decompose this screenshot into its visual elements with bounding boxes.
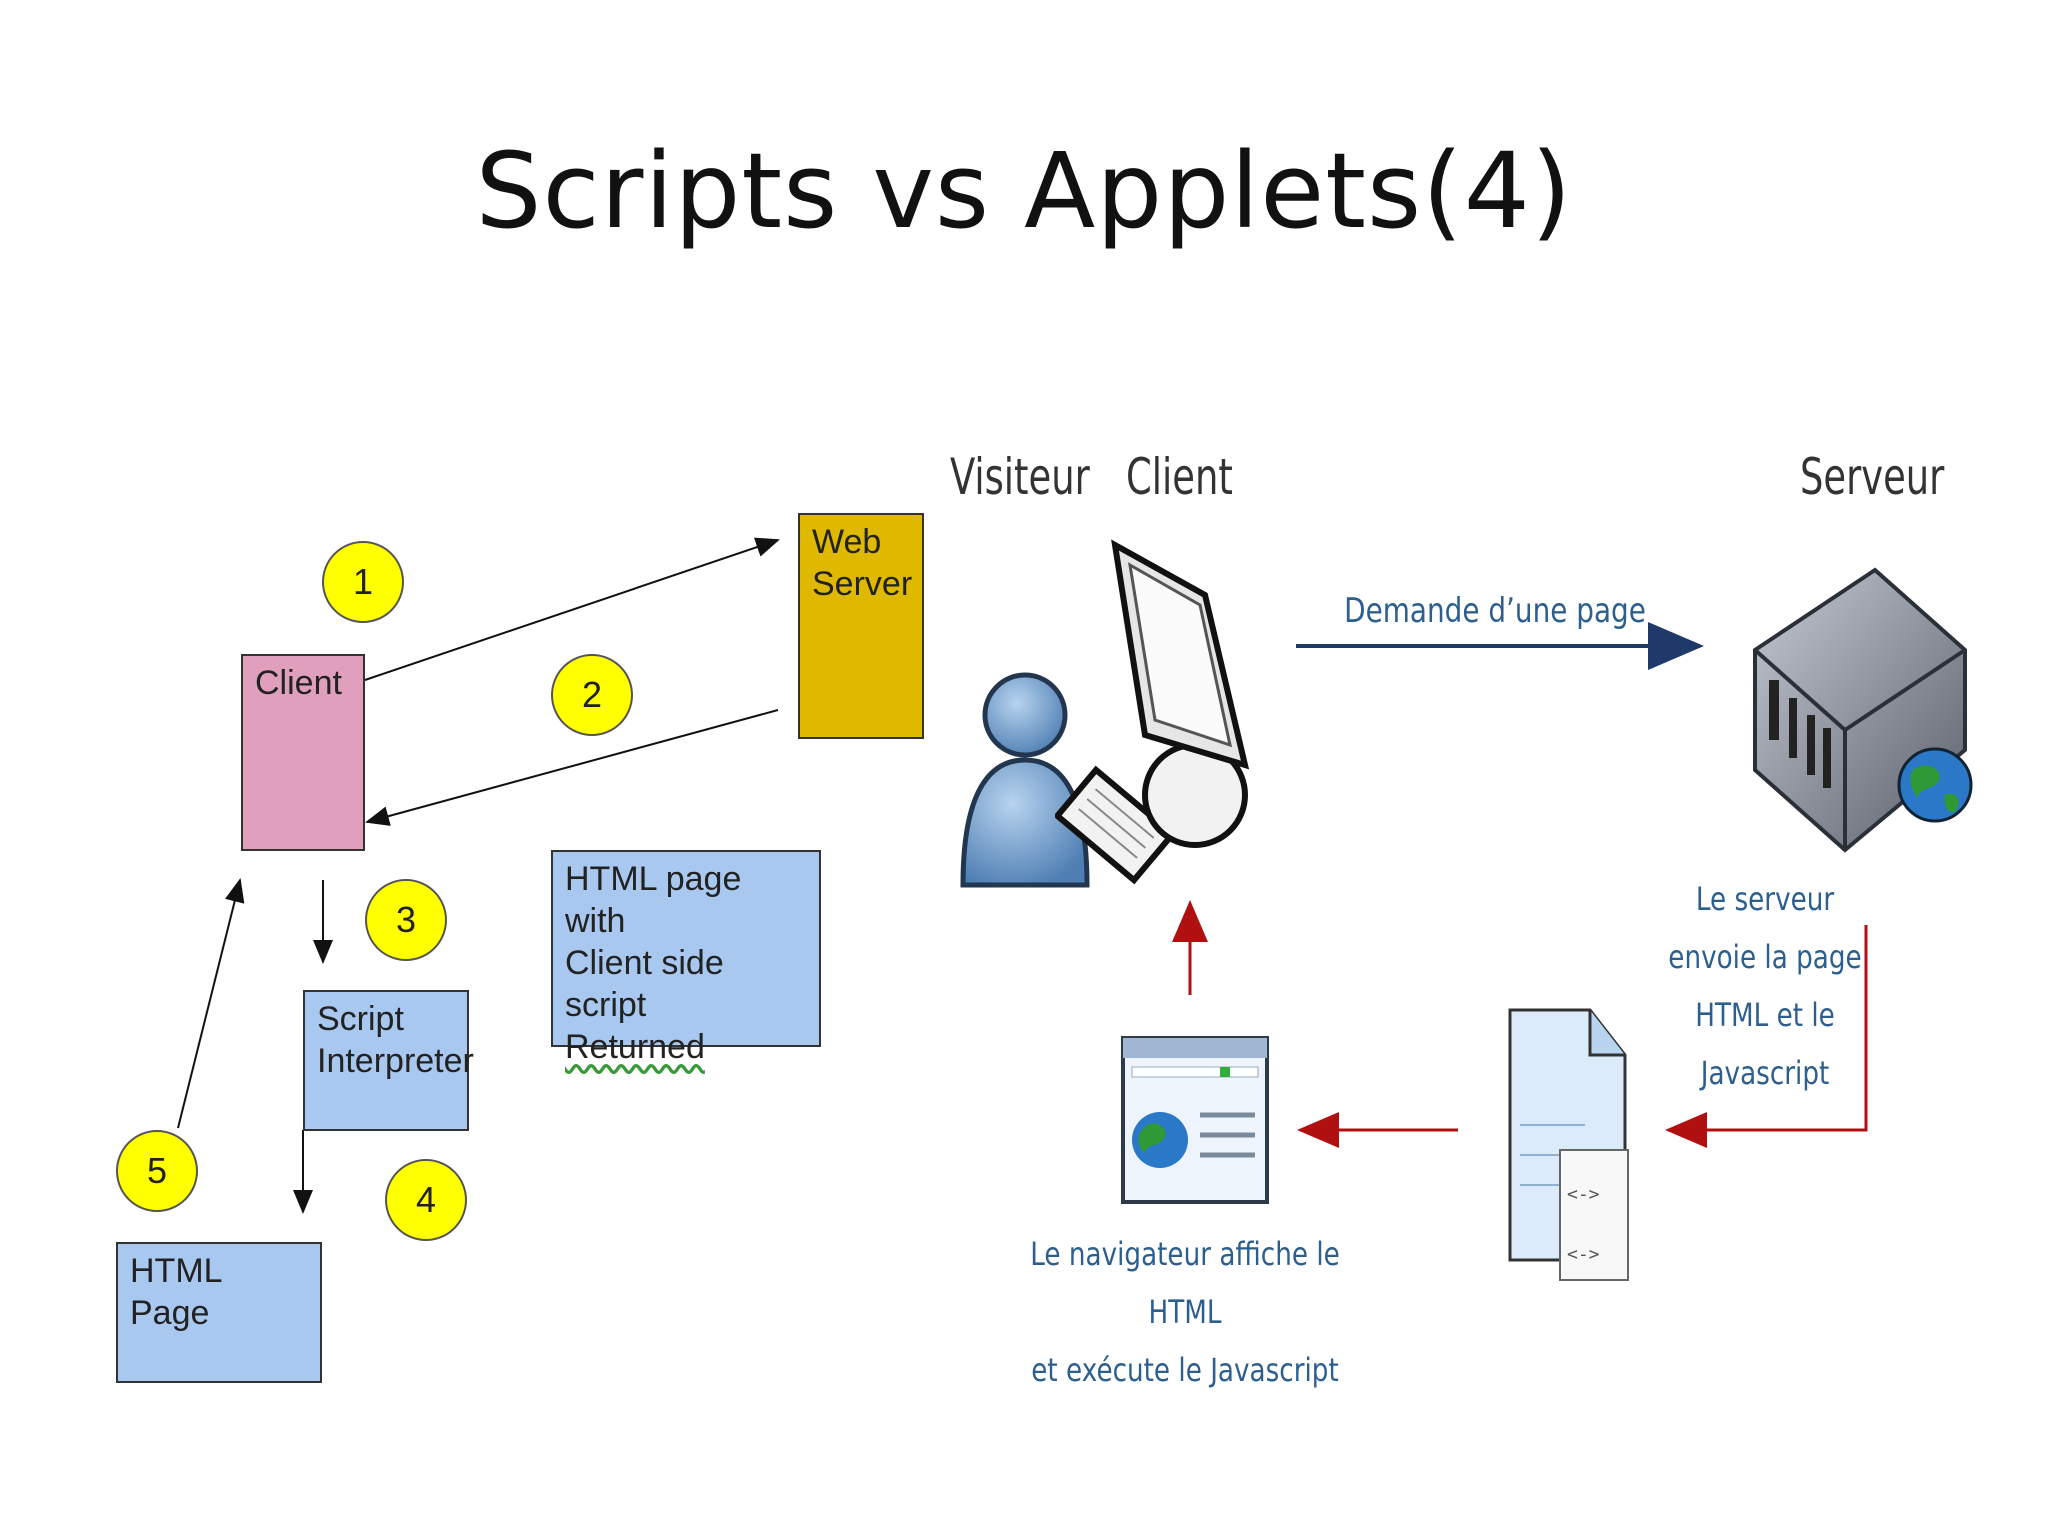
- returned-note-line2: Client side script: [565, 944, 724, 1024]
- arrow-page-to-client: [177, 878, 245, 1129]
- web-server-label: Web Server: [812, 523, 913, 603]
- svg-text:<->: <->: [1567, 1244, 1600, 1265]
- monitor-icon: [1111, 539, 1250, 848]
- browser-text-line2: et exécute le Javascript: [1031, 1351, 1339, 1389]
- document-icon: <-> <->: [1508, 1008, 1629, 1281]
- script-interpreter-label: Script Interpreter: [317, 1000, 474, 1080]
- response-arrow-server-to-doc: [1665, 925, 1868, 1148]
- returned-note-box: HTML page with Client side script Return…: [551, 850, 821, 1066]
- visiteur-label: Visiteur: [950, 448, 1090, 506]
- arrow-server-to-client: [365, 709, 779, 826]
- client-box-label: Client: [255, 664, 342, 702]
- server-sends-line4: Javascript: [1700, 1054, 1830, 1092]
- server-sends-line3: HTML et le: [1695, 996, 1835, 1034]
- serveur-label: Serveur: [1800, 448, 1945, 506]
- request-label: Demande d’une page: [1344, 591, 1646, 631]
- browser-text-line1: Le navigateur affiche le HTML: [1030, 1235, 1340, 1331]
- browser-text: Le navigateur affiche le HTML et exécute…: [1001, 1225, 1370, 1399]
- client-label: Client: [1126, 448, 1233, 506]
- returned-note-line1: HTML page with: [565, 860, 742, 940]
- svg-text:<->: <->: [1567, 1184, 1600, 1205]
- server-sends-text: Le serveur envoie la page HTML et le Jav…: [1646, 870, 1884, 1102]
- server-sends-line2: envoie la page: [1668, 938, 1862, 976]
- globe-icon: [1897, 747, 1973, 823]
- step-4-badge: 4: [385, 1159, 467, 1241]
- html-page-box: HTML Page: [116, 1242, 322, 1383]
- web-server-box: Web Server: [798, 513, 924, 739]
- keyboard-icon: [1055, 765, 1175, 885]
- step-2-badge: 2: [551, 654, 633, 736]
- step-3-badge: 3: [365, 879, 447, 961]
- step-1-badge: 1: [322, 541, 404, 623]
- slide-title: Scripts vs Applets(4): [475, 130, 1573, 252]
- html-page-label: HTML Page: [130, 1252, 222, 1332]
- returned-note-line3: Returned: [565, 1028, 705, 1066]
- server-sends-line1: Le serveur: [1695, 880, 1835, 918]
- arrow-client-to-server: [364, 537, 780, 681]
- script-interpreter-box: Script Interpreter: [303, 990, 474, 1131]
- browser-window-icon: [1121, 1036, 1269, 1204]
- client-box: Client: [241, 654, 365, 851]
- step-5-badge: 5: [116, 1130, 198, 1212]
